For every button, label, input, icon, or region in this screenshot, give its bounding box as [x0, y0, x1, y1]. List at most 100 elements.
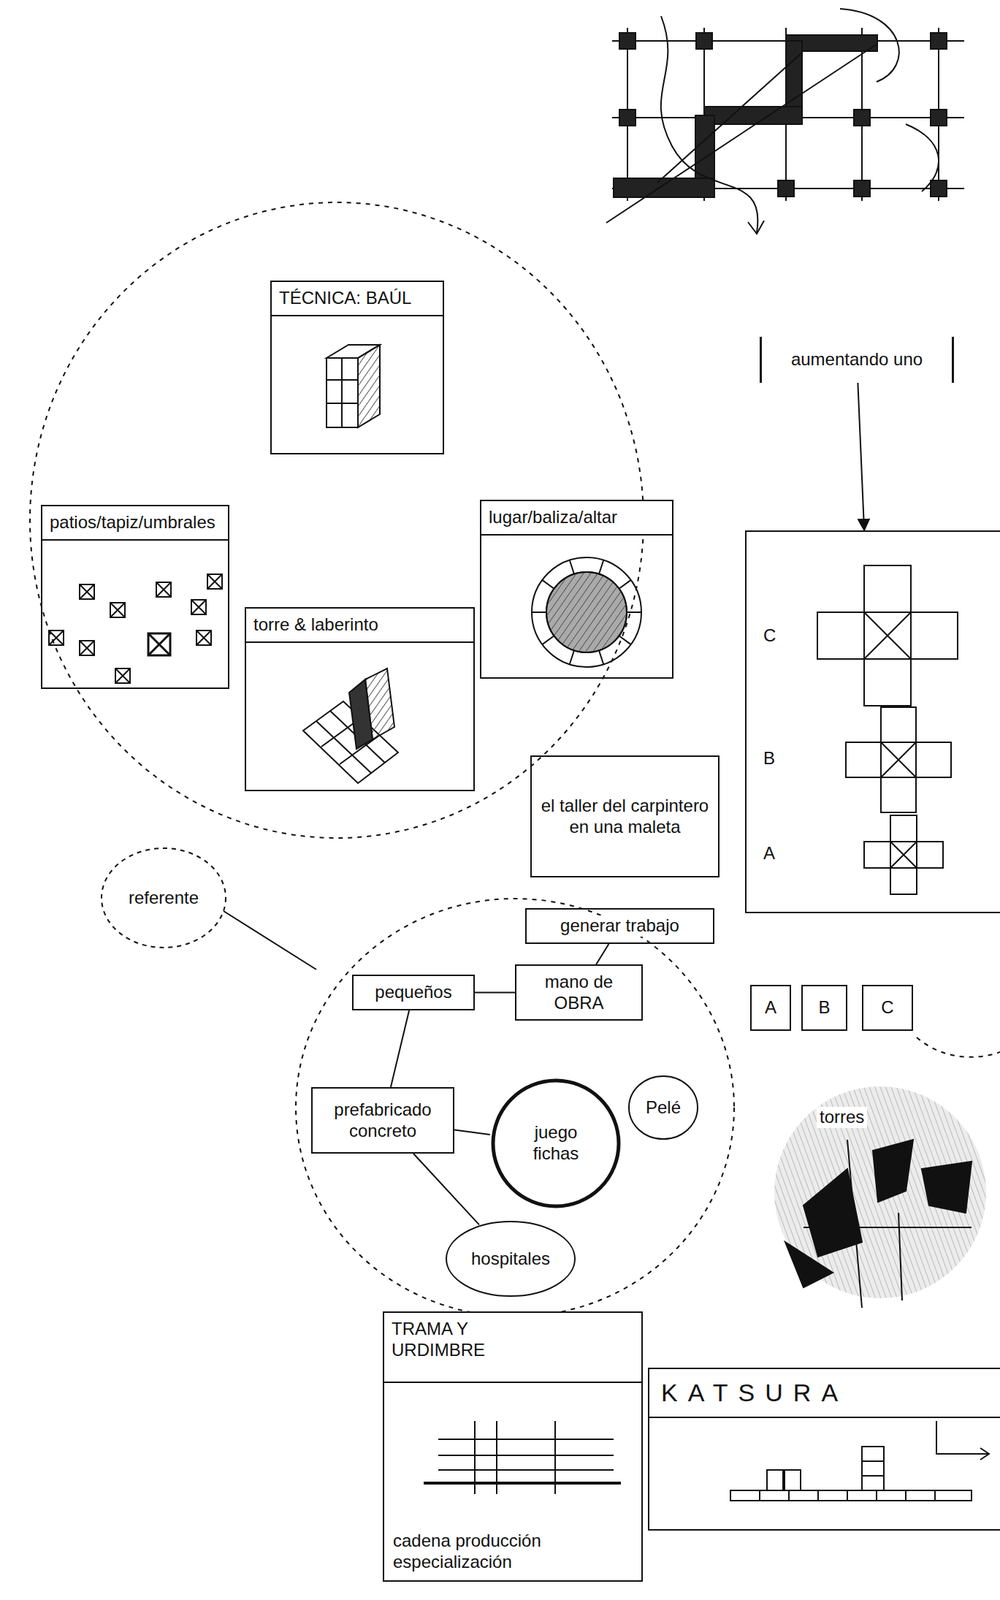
node-label: TÉCNICA: BAÚL: [271, 281, 443, 317]
courtyard-marks: [48, 630, 64, 645]
katsura-sketch: [766, 1469, 784, 1491]
chest-sketch: [341, 357, 343, 428]
step-box: B: [801, 984, 848, 1031]
katsura-sketch: [846, 1490, 849, 1501]
katsura-sketch: [861, 1446, 884, 1491]
grid-sketch: [619, 32, 636, 49]
grid-sketch: [853, 109, 870, 126]
towers-sketch: [774, 1086, 987, 1299]
node-label: prefabricado concreto: [319, 1099, 446, 1142]
chest-sketch: [326, 357, 358, 428]
chest-sketch: [326, 402, 358, 404]
katsura-sketch: [730, 1420, 990, 1501]
courtyard-marks: [110, 602, 125, 618]
towers-sketch: [872, 1139, 914, 1202]
beacon-sketch: [542, 579, 554, 589]
core-circle: juego fichas: [489, 1076, 623, 1210]
idea-bubble: Pelé: [627, 1074, 700, 1141]
idea-box: mano de OBRA: [514, 964, 643, 1021]
note-box: el taller del carpintero en una maleta: [530, 755, 720, 878]
bubble-outline: [446, 1221, 575, 1296]
grid-sketch: [930, 180, 947, 197]
katsura-sketch: [758, 1490, 761, 1501]
courtyard-marks: [115, 668, 131, 683]
courtyard-marks: [191, 599, 206, 615]
dashed-region: [29, 202, 1000, 1317]
idea-box: generar trabajo: [525, 907, 715, 944]
grid-sketch: [606, 8, 965, 234]
connector-line: [857, 382, 865, 531]
node-label: KATSURA: [649, 1368, 1000, 1418]
growth-crosses: [845, 742, 881, 778]
node-label: generar trabajo: [560, 915, 680, 937]
node-label: torre & laberinto: [246, 608, 474, 643]
courtyard-marks: [79, 640, 95, 656]
grid-sketch: [661, 16, 759, 233]
step-box: C: [861, 984, 914, 1031]
grid-sketch: [930, 32, 947, 49]
growth-frame: CBA: [745, 530, 1000, 914]
beacon-sketch: [542, 635, 554, 645]
katsura-sketch: [788, 1490, 790, 1501]
courtyard-marks: [196, 630, 212, 645]
courtyard-marks: [156, 582, 171, 597]
node-label: el taller del carpintero en una maleta: [539, 795, 711, 838]
node-label: B: [818, 997, 830, 1019]
towers-sketch: [785, 1241, 833, 1288]
growth-crosses: [864, 841, 891, 868]
node-label: TRAMA Y URDIMBRE: [384, 1312, 642, 1383]
weave-sketch: [438, 1438, 614, 1440]
growth-crosses: [890, 867, 917, 895]
technique-frame: TÉCNICA: BAÚL: [270, 280, 445, 455]
growth-crosses: [817, 565, 958, 895]
node-label: hospitales: [471, 1248, 551, 1270]
beacon-sketch: [626, 611, 642, 613]
weave-frame: TRAMA Y URDIMBRE cadena producción especi…: [382, 1311, 643, 1582]
growth-crosses: [880, 742, 916, 778]
node-label: A: [764, 997, 777, 1019]
towers-vignette: torres: [765, 1086, 995, 1299]
growth-crosses: [890, 841, 917, 868]
chest-sketch: [326, 344, 380, 358]
growth-crosses: [910, 612, 958, 659]
connector-line: [596, 943, 609, 965]
node-body: cadena producción especialización: [392, 1530, 633, 1573]
beacon-sketch: [598, 650, 604, 664]
weave-sketch: [438, 1454, 614, 1456]
connector-line: [454, 1130, 491, 1135]
growth-crosses: [880, 707, 916, 743]
katsura-frame: KATSURA: [647, 1367, 1000, 1531]
concept-frame: patios/tapiz/umbrales: [40, 504, 230, 689]
beacon-sketch: [619, 635, 632, 645]
connector-line: [413, 1153, 480, 1225]
beacon-sketch: [546, 571, 627, 653]
node-body: B: [761, 747, 778, 770]
growth-crosses: [890, 841, 917, 868]
grid-sketch: [613, 32, 947, 198]
node-label: C: [761, 625, 778, 647]
tower-maze-sketch: [349, 679, 373, 749]
courtyard-marks: [207, 574, 223, 589]
towers-sketch: [803, 1226, 972, 1228]
growth-crosses: [880, 742, 916, 778]
towers-sketch: [898, 1212, 903, 1301]
node-label: C: [880, 997, 894, 1019]
beacon-sketch: [619, 579, 632, 589]
bubble-outline: [493, 1080, 619, 1206]
beacon-sketch: [598, 560, 604, 575]
node-label: mano de OBRA: [523, 971, 635, 1014]
bracket-note: aumentando uno: [759, 336, 954, 383]
tower-maze-sketch: [303, 668, 399, 784]
weave-sketch: [423, 1481, 621, 1485]
bubble-outline: [101, 848, 226, 948]
growth-crosses: [880, 777, 916, 813]
reference-bubble: referente: [100, 846, 228, 949]
katsura-sketch: [934, 1490, 936, 1501]
beacon-sketch: [569, 560, 575, 575]
katsura-sketch: [936, 1420, 988, 1454]
towers-sketch: [774, 1086, 987, 1308]
idea-bubble: hospitales: [444, 1219, 577, 1298]
growth-crosses: [864, 612, 911, 659]
katsura-sketch: [980, 1447, 990, 1460]
